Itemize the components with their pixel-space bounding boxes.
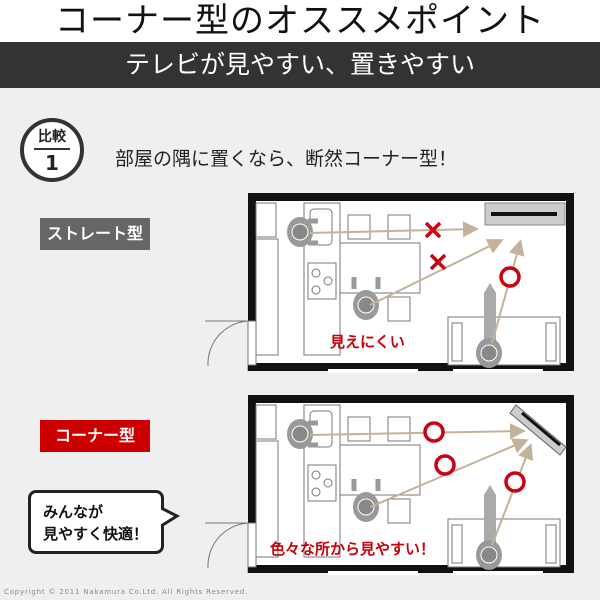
x-mark-icon xyxy=(424,221,447,271)
lead-text: 部屋の隅に置くなら、断然コーナー型！ xyxy=(115,148,458,170)
page-title: コーナー型のオススメポイント xyxy=(0,0,600,42)
straight-type-label: ストレート型 xyxy=(40,218,150,250)
straight-caption: 見えにくい xyxy=(330,333,405,351)
comparison-badge: 比較 1 xyxy=(20,118,84,182)
bubble-line-2: 見やすく快適！ xyxy=(43,525,149,543)
corner-caption: 色々な所から見やすい！ xyxy=(270,540,436,558)
copyright: Copyright © 2011 Nakamura Co.Ltd. All Ri… xyxy=(4,588,249,596)
badge-label: 比較 xyxy=(38,129,66,145)
corner-floor-plan xyxy=(205,395,580,585)
speech-bubble: みんなが 見やすく快適！ xyxy=(28,490,164,554)
bubble-line-1: みんなが xyxy=(43,503,104,521)
corner-type-label: コーナー型 xyxy=(40,420,150,452)
tv-corner xyxy=(509,404,567,456)
badge-number: 1 xyxy=(45,151,59,175)
o-mark-icon xyxy=(499,266,521,288)
straight-floor-plan xyxy=(205,193,580,383)
bubble-tail xyxy=(161,506,181,528)
o-mark-icon xyxy=(423,421,526,493)
subtitle-bar: テレビが見やすい、置きやすい xyxy=(0,42,600,88)
